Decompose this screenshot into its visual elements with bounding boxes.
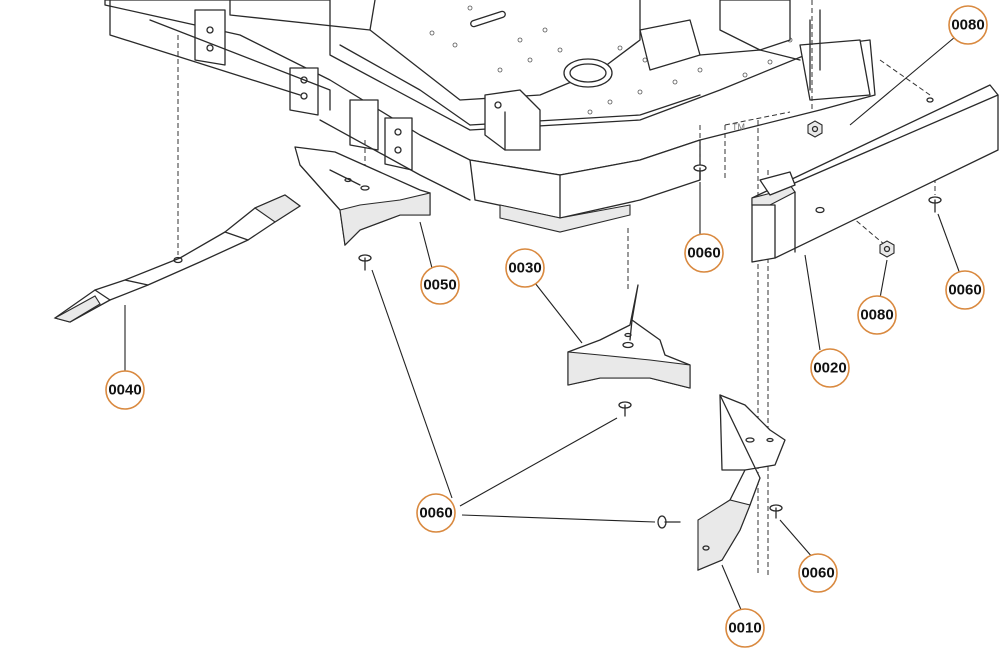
svg-text:0080: 0080 [951, 17, 984, 34]
bolt-icon [618, 401, 632, 417]
callout-0080-top[interactable]: 0080 [948, 5, 988, 45]
bolt-icon [657, 515, 681, 529]
nut-icon [807, 120, 823, 138]
callout-0050[interactable]: 0050 [420, 265, 460, 305]
bolt-icon [693, 164, 707, 181]
callout-0010[interactable]: 0010 [725, 608, 765, 648]
nut-icon [879, 240, 895, 258]
leader-lines [124, 36, 961, 613]
callout-0060-right[interactable]: 0060 [945, 270, 985, 310]
callout-0060-left[interactable]: 0060 [416, 493, 456, 533]
callout-0030[interactable]: 0030 [505, 248, 545, 288]
svg-text:0080: 0080 [860, 307, 893, 324]
bolt-icon [769, 504, 783, 519]
svg-text:0020: 0020 [813, 360, 846, 377]
callouts: 0040 0050 0030 0060 0080 0060 0080 0020 [105, 5, 988, 648]
svg-text:0010: 0010 [728, 620, 761, 637]
blade-part-0040 [53, 194, 301, 323]
callout-0080-bottom[interactable]: 0080 [857, 295, 897, 335]
svg-text:0060: 0060 [948, 282, 981, 299]
bolt-icon [358, 254, 372, 271]
baffle-part-0030 [567, 284, 691, 389]
callout-0060-lower-right[interactable]: 0060 [798, 553, 838, 593]
svg-text:0050: 0050 [423, 277, 456, 294]
callout-0040[interactable]: 0040 [105, 370, 145, 410]
svg-text:0060: 0060 [801, 565, 834, 582]
callout-0060-center[interactable]: 0060 [684, 233, 724, 273]
svg-text:0060: 0060 [419, 505, 452, 522]
svg-text:0040: 0040 [108, 382, 141, 399]
svg-text:0060: 0060 [687, 245, 720, 262]
baffle-part-0050 [294, 146, 431, 247]
baffle-part-0010 [697, 394, 786, 571]
trademark-mark: TM [732, 122, 745, 132]
mower-deck [104, 0, 876, 233]
bumper-part-0020 [751, 84, 999, 263]
bolt-icon [928, 196, 942, 213]
hardware [358, 120, 942, 529]
svg-text:0030: 0030 [508, 260, 541, 277]
callout-0020[interactable]: 0020 [810, 348, 850, 388]
